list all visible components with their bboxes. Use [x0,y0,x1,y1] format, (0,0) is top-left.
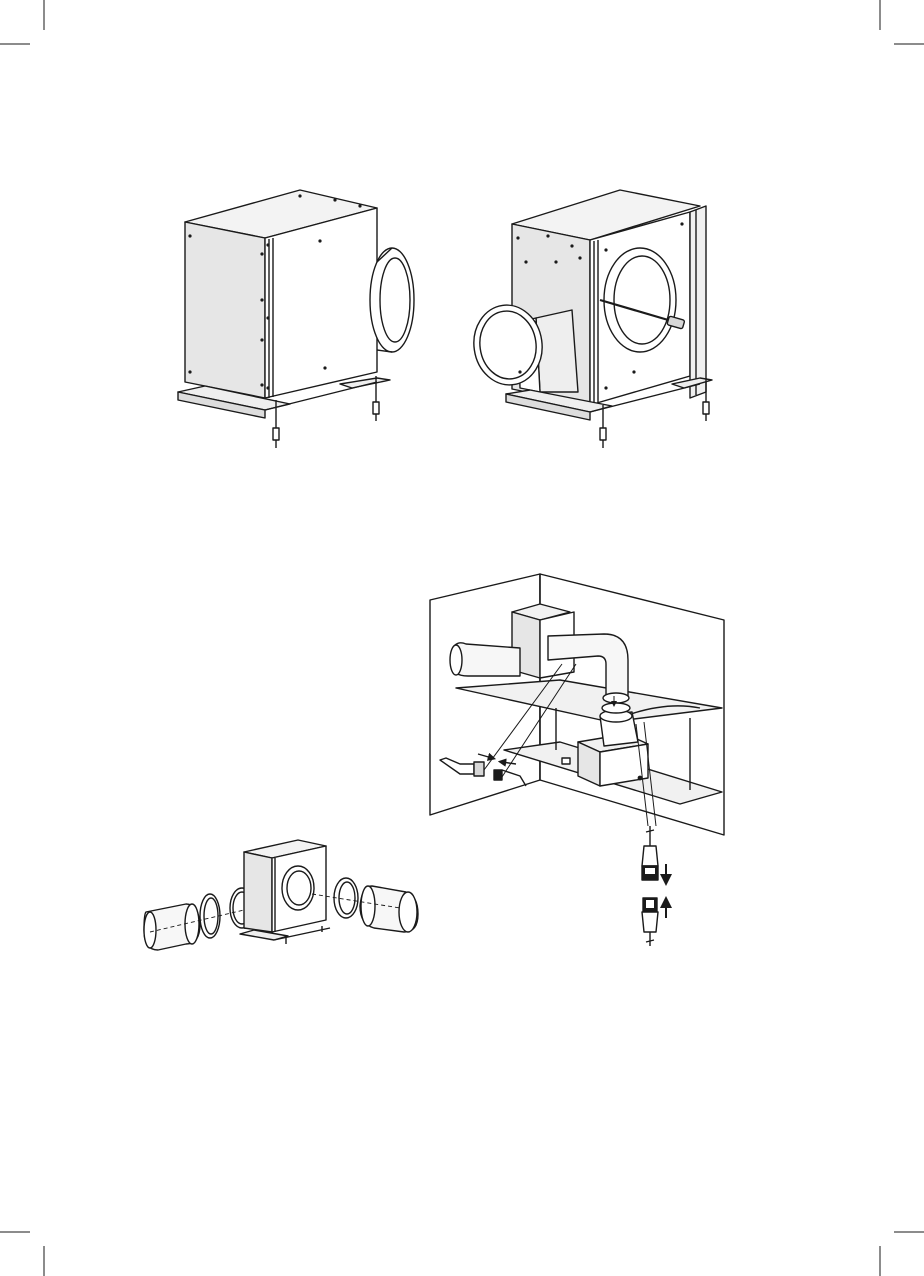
figure-installation-in-cabinet [430,574,724,835]
figure-fan-unit-front-view [469,190,712,448]
figure-connector-detail [642,826,666,946]
figure-duct-connection-exploded [144,840,418,950]
figure-fan-unit-rear-view [178,190,414,448]
